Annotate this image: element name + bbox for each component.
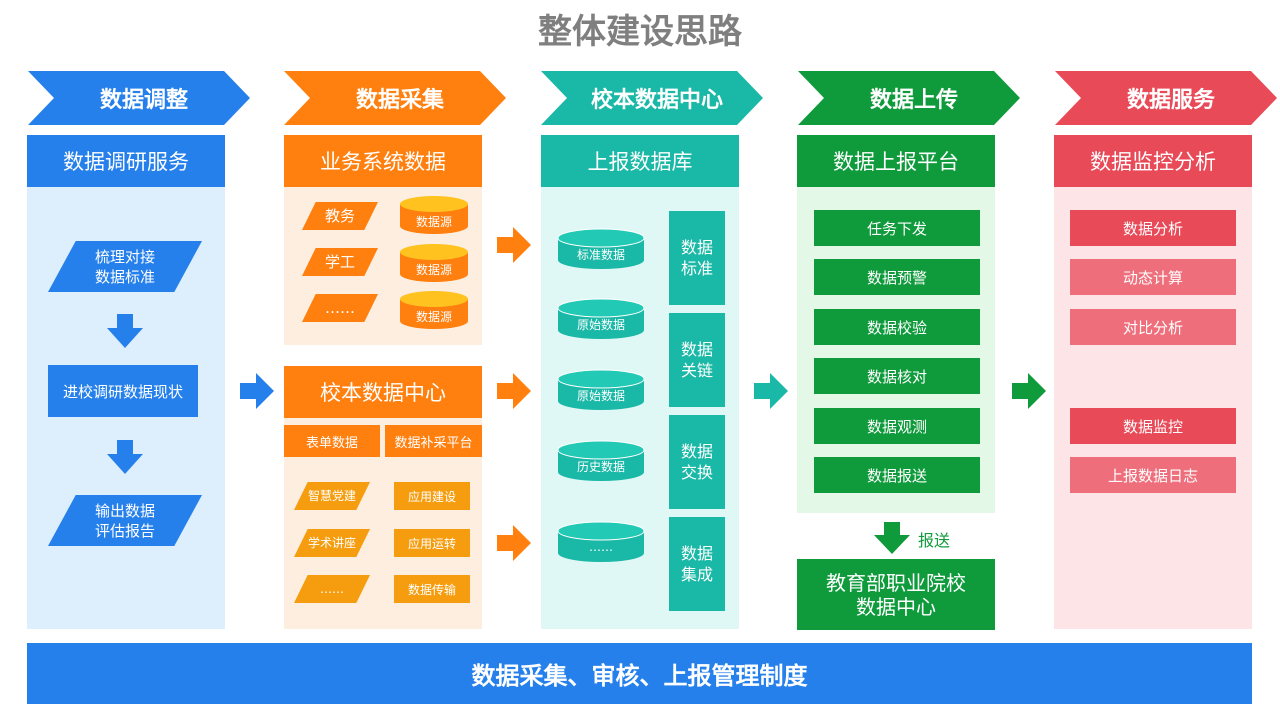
- stage-label: 数据调整: [99, 88, 188, 113]
- step-line: 输出数据: [94, 501, 155, 520]
- page-title: 整体建设思路: [538, 11, 742, 52]
- stage-label: 数据上传: [869, 88, 958, 113]
- database-cylinder: 原始数据: [557, 369, 645, 410]
- col3-header: 上报数据库: [541, 135, 739, 187]
- down-arrow-icon: [874, 522, 910, 554]
- database-cylinder: 历史数据: [557, 440, 645, 481]
- col1-step-sort: 梳理对接 数据标准: [48, 241, 202, 292]
- block-line: 关链: [680, 361, 713, 380]
- database-icon: [557, 298, 645, 339]
- stage-label: 数据服务: [1126, 88, 1215, 113]
- block-line: 数据: [680, 544, 713, 563]
- col4-header: 数据上报平台: [797, 135, 995, 187]
- col3-block-standard: 数据 标准: [669, 211, 725, 305]
- stage-label: 数据采集: [355, 88, 444, 113]
- col4-item: 数据观测: [814, 408, 980, 444]
- database-label: 数据源: [415, 214, 452, 229]
- app-box: 应用运转: [394, 529, 470, 557]
- right-arrow-icon: [240, 373, 274, 409]
- col1-step-survey: 进校调研数据现状: [48, 365, 198, 417]
- app-tag: 学术讲座: [294, 529, 370, 557]
- database-icon: [557, 521, 645, 562]
- col4-item: 数据报送: [814, 457, 980, 493]
- source-tag: 教务: [302, 202, 378, 230]
- database-cylinder: 数据源: [400, 291, 468, 329]
- send-label: 报送: [918, 531, 951, 550]
- target-line: 数据中心: [856, 594, 936, 619]
- app-box: 数据传输: [394, 575, 470, 603]
- right-arrow-icon: [497, 525, 531, 561]
- right-arrow-icon: [1012, 373, 1046, 409]
- database-label: 数据源: [415, 262, 452, 277]
- step-line: 梳理对接: [94, 247, 155, 266]
- col1-step-report: 输出数据 评估报告: [48, 495, 202, 546]
- database-icon: [400, 291, 468, 329]
- database-cylinder: 原始数据: [557, 298, 645, 339]
- database-cylinder: 数据源: [400, 244, 468, 282]
- database-label: 历史数据: [576, 459, 625, 474]
- block-line: 数据: [680, 340, 713, 359]
- form-data-box: 表单数据: [284, 425, 380, 457]
- app-tag: 智慧党建: [294, 482, 370, 510]
- app-box: 应用建设: [394, 482, 470, 510]
- block-line: 标准: [680, 259, 713, 278]
- block-line: 数据: [680, 442, 713, 461]
- source-tag: 学工: [302, 248, 378, 276]
- block-line: 集成: [680, 565, 713, 584]
- col3-block-integrate: 数据 集成: [669, 517, 725, 611]
- right-arrow-icon: [754, 373, 788, 409]
- step-line: 评估报告: [94, 521, 155, 540]
- database-label: ……: [589, 540, 613, 554]
- database-icon: [557, 369, 645, 410]
- ministry-data-center-box: 教育部职业院校 数据中心: [797, 559, 995, 630]
- stage-chevron-service: 数据服务: [1055, 71, 1277, 125]
- col2-header-bottom: 校本数据中心: [284, 366, 482, 418]
- col2-header-top: 业务系统数据: [284, 135, 482, 187]
- col5-item: 上报数据日志: [1070, 457, 1236, 493]
- stage-chevron-adjust: 数据调整: [28, 71, 250, 125]
- col3-block-link: 数据 关链: [669, 313, 725, 407]
- database-icon: [400, 244, 468, 282]
- database-cylinder: ……: [557, 521, 645, 562]
- source-tag: ……: [302, 294, 378, 322]
- col3-block-exchange: 数据 交换: [669, 415, 725, 509]
- col4-item: 数据校验: [814, 309, 980, 345]
- stage-chevron-datacenter: 校本数据中心: [541, 71, 763, 125]
- right-arrow-icon: [497, 227, 531, 263]
- database-cylinder: 标准数据: [557, 228, 645, 269]
- stage-label: 校本数据中心: [590, 88, 723, 113]
- col5-item: 数据监控: [1070, 408, 1236, 444]
- col5-item: 数据分析: [1070, 210, 1236, 246]
- col4-item: 数据预警: [814, 259, 980, 295]
- step-line: 数据标准: [94, 267, 155, 286]
- database-label: 原始数据: [576, 388, 625, 403]
- col5-item: 对比分析: [1070, 309, 1236, 345]
- down-arrow-icon: [107, 314, 143, 348]
- database-icon: [557, 440, 645, 481]
- app-tag: ……: [294, 575, 370, 603]
- col1-header: 数据调研服务: [27, 135, 225, 187]
- col5-header: 数据监控分析: [1054, 135, 1252, 187]
- stage-chevron-collect: 数据采集: [284, 71, 506, 125]
- col4-item: 任务下发: [814, 210, 980, 246]
- right-arrow-icon: [497, 373, 531, 409]
- target-line: 教育部职业院校: [826, 570, 966, 595]
- supplement-platform-box: 数据补采平台: [385, 425, 482, 457]
- database-label: 数据源: [415, 309, 452, 324]
- database-cylinder: 数据源: [400, 196, 468, 234]
- block-line: 数据: [680, 238, 713, 257]
- database-icon: [400, 196, 468, 234]
- footer-banner: 数据采集、审核、上报管理制度: [27, 643, 1252, 704]
- col5-item: 动态计算: [1070, 259, 1236, 295]
- database-label: 标准数据: [576, 247, 625, 262]
- database-icon: [557, 228, 645, 269]
- down-arrow-icon: [107, 440, 143, 474]
- database-label: 原始数据: [576, 317, 625, 332]
- stage-chevron-upload: 数据上传: [798, 71, 1020, 125]
- col4-item: 数据核对: [814, 358, 980, 394]
- block-line: 交换: [680, 463, 713, 482]
